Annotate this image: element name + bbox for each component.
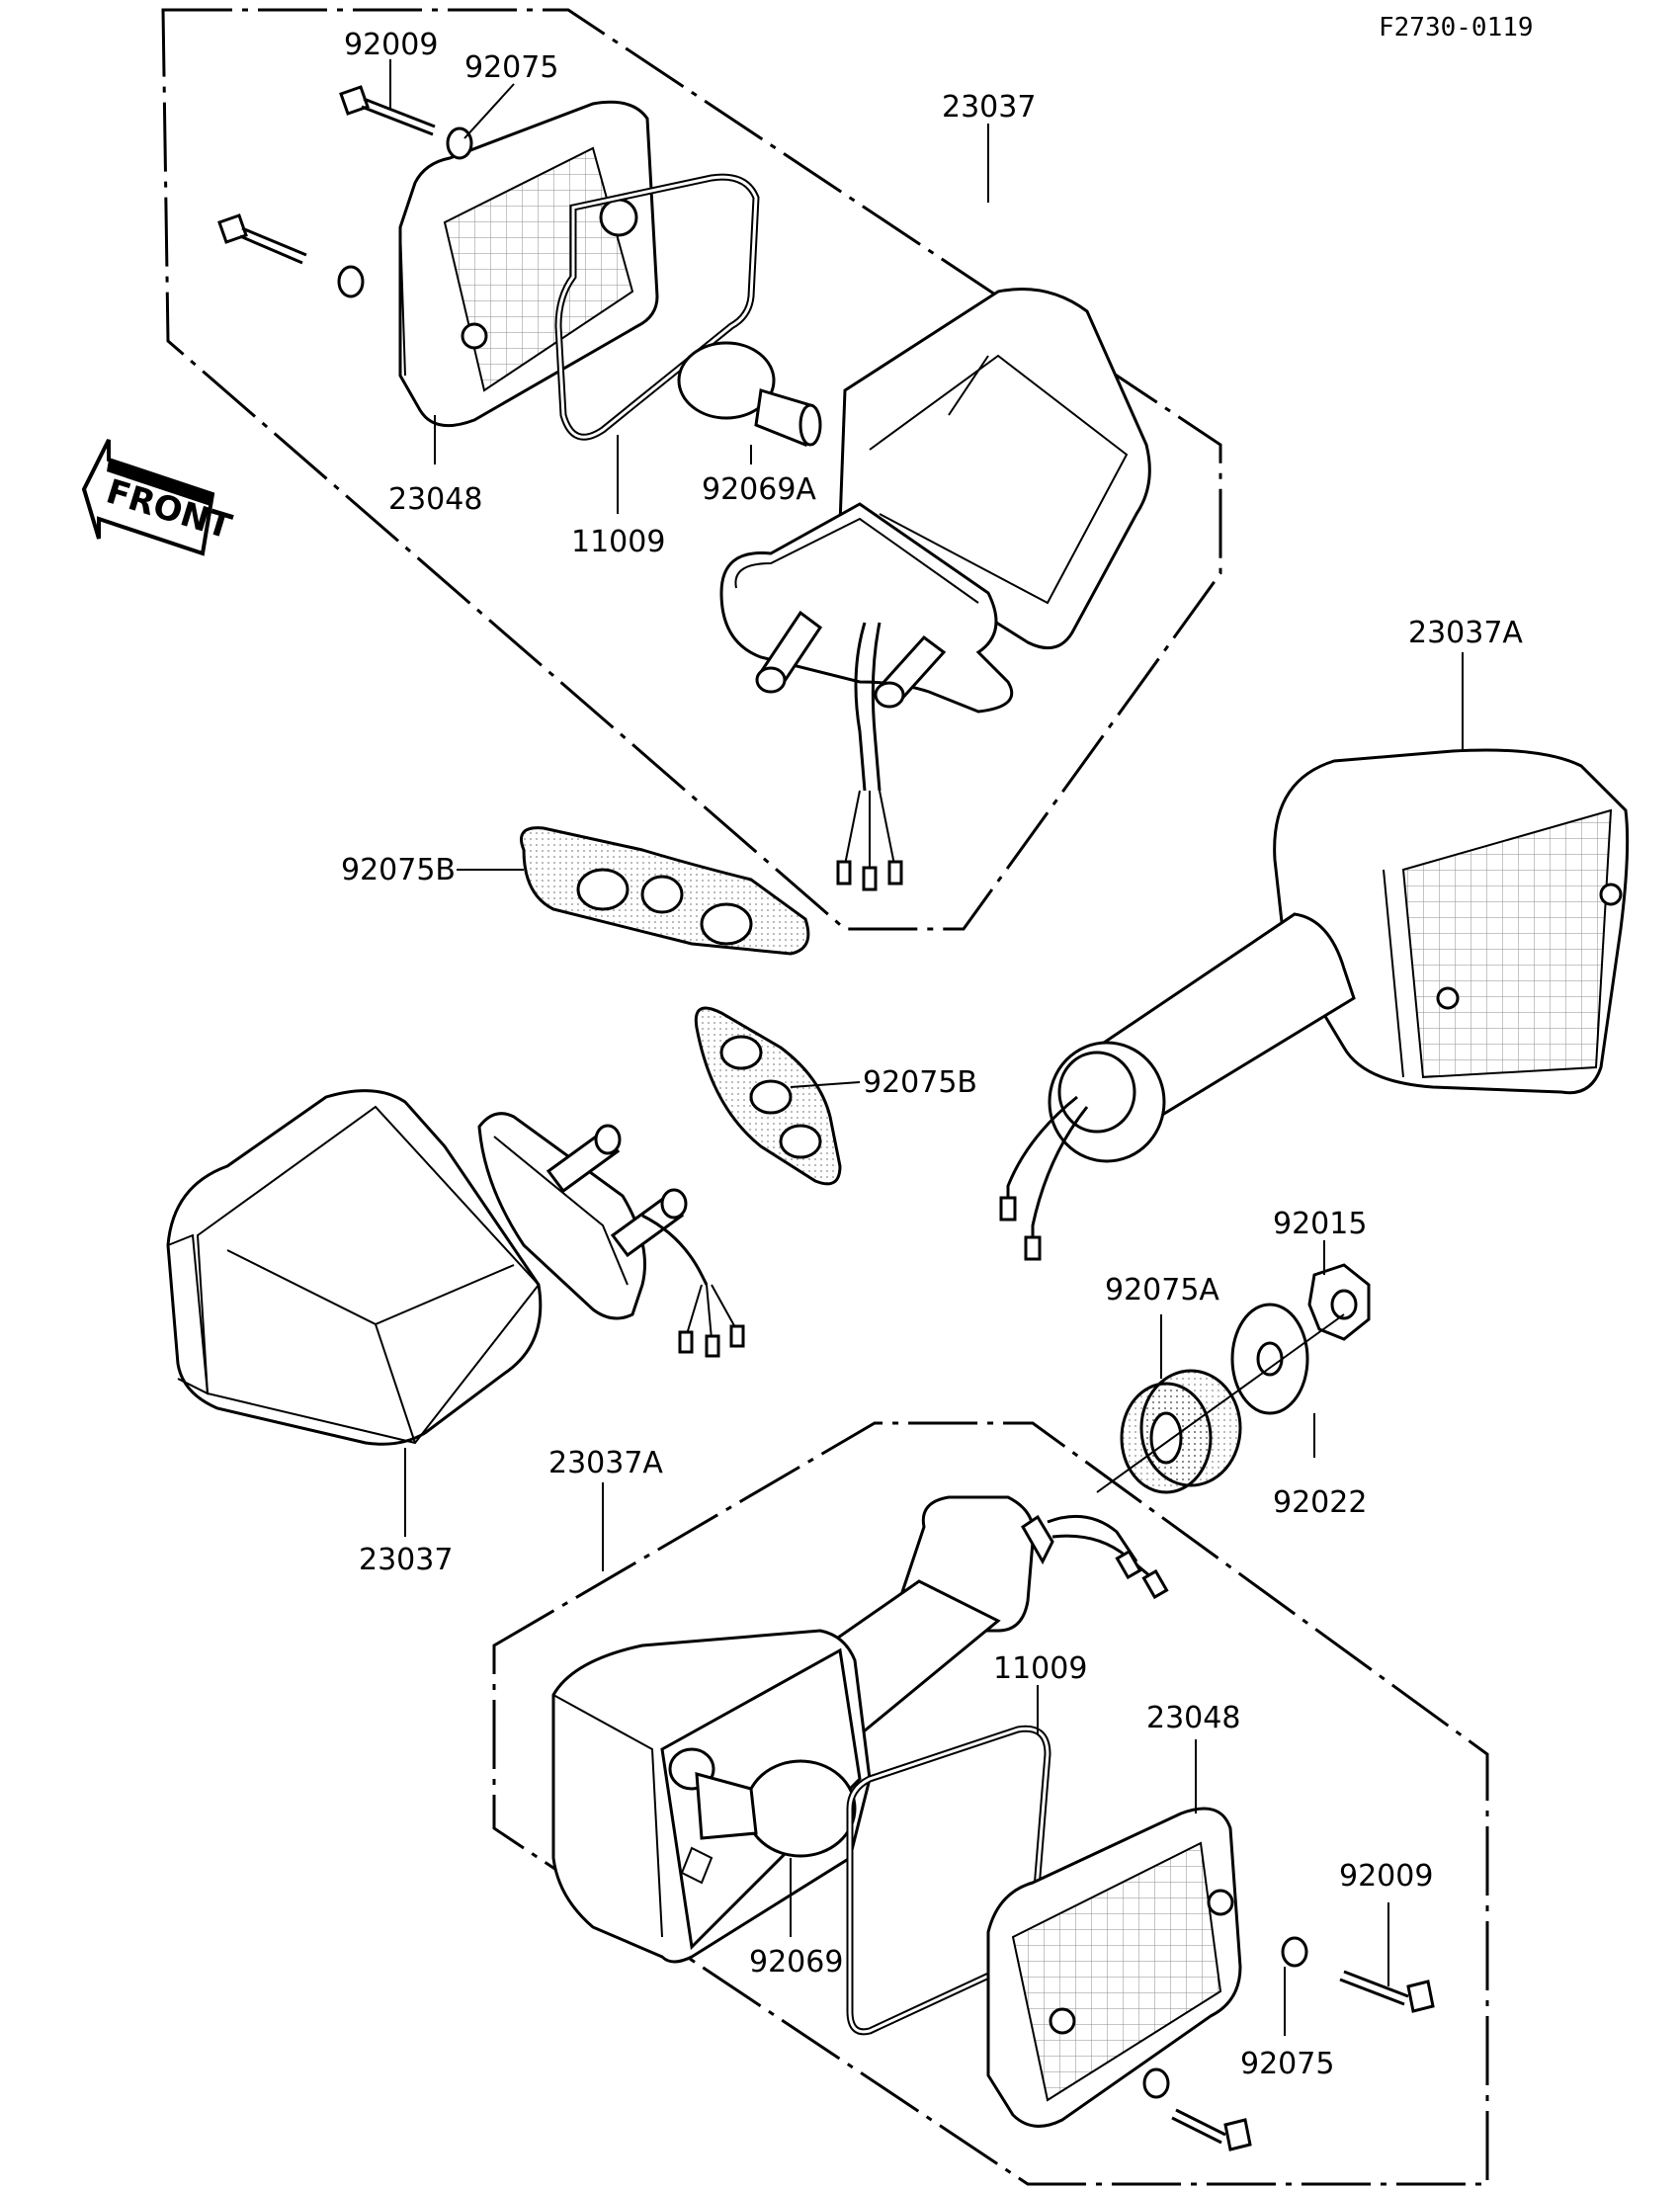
label-92069A: 92069A [702,472,816,507]
label-23037A-right: 23037A [1408,616,1523,650]
right-signal-23037A [999,748,1630,1261]
label-92075A: 92075A [1105,1273,1219,1307]
assembly-axis-line [1096,1313,1345,1493]
left-signal-23037 [166,1089,745,1446]
bottom-washers-92075 [1142,1936,1308,2099]
label-23037-top: 23037 [942,90,1036,125]
top-washers-92075 [337,126,473,298]
reference-code: F2730-0119 [1379,13,1534,42]
label-92015: 92015 [1273,1207,1367,1241]
label-23037-mid: 23037 [359,1543,453,1577]
bulb-92069A [677,341,822,448]
label-23048-top: 23048 [388,482,482,517]
gasket-92075B-a [520,826,810,956]
top-gasket-11009 [554,173,760,441]
label-92075B-a: 92075B [341,853,456,887]
label-92009-bottom: 92009 [1339,1859,1433,1894]
label-11009-top: 11009 [571,525,665,559]
label-23048-bottom: 23048 [1146,1701,1240,1735]
label-92075B-b: 92075B [863,1065,977,1100]
top-housing-23037 [719,288,1151,891]
label-92075-top: 92075 [464,50,558,85]
gasket-92075B-b [694,1006,842,1186]
bottom-screws-92009 [1171,1970,1435,2151]
label-92009-top: 92009 [344,28,438,62]
top-lens-23048 [398,100,659,428]
label-11009-bottom: 11009 [993,1651,1087,1686]
label-23037A-bottom: 23037A [548,1446,663,1480]
label-92069: 92069 [749,1945,843,1980]
top-assembly-boundary [161,8,1222,931]
nut-92015 [1307,1263,1371,1341]
label-92022: 92022 [1273,1485,1367,1520]
bottom-housing-23037A [551,1495,1169,1964]
top-screws-92009 [217,85,436,265]
washer-92022 [1230,1303,1309,1415]
leader-92075B-b [790,1081,861,1088]
label-92075-bottom: 92075 [1240,2047,1334,2081]
front-arrow-icon: FRONT [81,439,237,556]
leader-92075-top [463,83,515,139]
bottom-lens-23048 [986,1807,1242,2128]
grommet-92075A [1120,1369,1242,1494]
